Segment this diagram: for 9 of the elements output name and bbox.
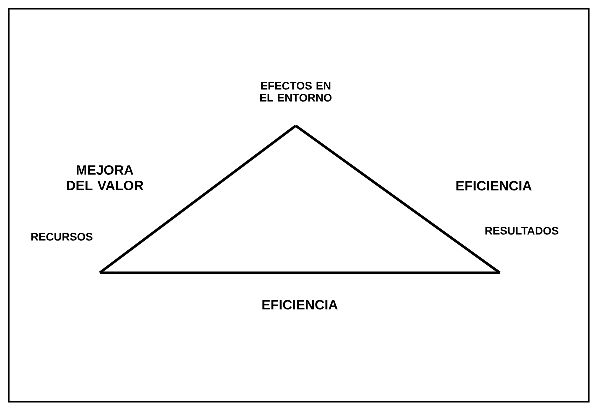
edge-label: MEJORA DEL VALOR — [67, 165, 144, 191]
vertex-label: EFECTOS EN EL ENTORNO — [260, 82, 332, 102]
vertex-label: RESULTADOS — [486, 227, 559, 235]
triangle-side — [99, 124, 297, 274]
triangle-side — [100, 272, 500, 274]
edge-label: EFICIENCIA — [262, 300, 338, 310]
vertex-label: RECURSOS — [32, 233, 93, 241]
triangle-side — [295, 124, 501, 274]
edge-label: EFICIENCIA — [456, 181, 532, 191]
